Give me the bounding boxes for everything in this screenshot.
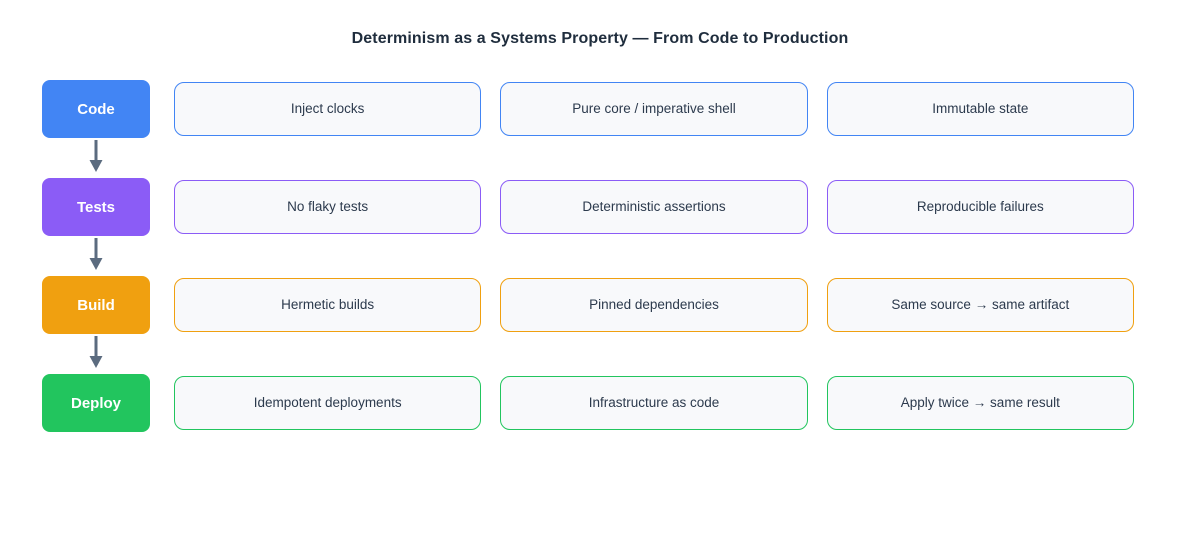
practice-card[interactable]: Inject clocks <box>174 82 482 136</box>
stage-chip-tests[interactable]: Tests <box>42 178 150 236</box>
practice-card-label: Inject clocks <box>290 100 365 116</box>
arrow-down-icon <box>88 334 104 374</box>
practice-card-group: Idempotent deployments Infrastructure as … <box>174 376 1134 430</box>
stage-chip-label: Deploy <box>70 394 121 412</box>
stage-chip-build[interactable]: Build <box>42 276 150 334</box>
practice-card-label: Idempotent deployments <box>253 394 402 410</box>
practice-card-label: Apply twice → same result <box>900 394 1060 410</box>
stage-row: Build Hermetic builds Pinned dependencies S… <box>42 276 1134 368</box>
practice-card[interactable]: Pure core / imperative shell <box>500 82 808 136</box>
practice-card-group: Hermetic builds Pinned dependencies Same s… <box>174 278 1134 332</box>
practice-card[interactable]: Same source → same artifact <box>826 278 1134 332</box>
practice-card[interactable]: Pinned dependencies <box>500 278 808 332</box>
practice-card-label: Infrastructure as code <box>588 394 720 410</box>
practice-card-label: Same source → same artifact <box>891 296 1070 312</box>
practice-card-label: Pinned dependencies <box>589 296 719 312</box>
stage-row: Tests No flaky tests Deterministic asserti… <box>42 178 1134 270</box>
practice-card-label: Pure core / imperative shell <box>572 100 736 116</box>
practice-card-group: No flaky tests Deterministic assertions Re… <box>174 180 1134 234</box>
practice-card-label: No flaky tests <box>287 198 369 214</box>
practice-card[interactable]: Reproducible failures <box>826 180 1134 234</box>
practice-card[interactable]: Deterministic assertions <box>500 180 808 234</box>
arrow-down-icon <box>88 236 104 276</box>
determinism-pipeline-diagram: Code Inject clocks Pure core / imperative … <box>42 80 1134 432</box>
stage-row: Deploy Idempotent deployments Infrastructu… <box>42 374 1134 432</box>
stage-chip-label: Code <box>77 100 115 118</box>
practice-card-label: Hermetic builds <box>281 296 375 312</box>
stage-chip-code[interactable]: Code <box>42 80 150 138</box>
practice-card[interactable]: Apply twice → same result <box>826 376 1134 430</box>
arrow-down-icon <box>88 138 104 178</box>
practice-card-label: Deterministic assertions <box>582 198 726 214</box>
practice-card-group: Inject clocks Pure core / imperative shel… <box>174 82 1134 136</box>
stage-chip-deploy[interactable]: Deploy <box>42 374 150 432</box>
stage-chip-label: Build <box>77 296 115 314</box>
practice-card[interactable]: Hermetic builds <box>174 278 482 332</box>
practice-card-label: Reproducible failures <box>916 198 1044 214</box>
practice-card[interactable]: Infrastructure as code <box>500 376 808 430</box>
page-title: Determinism as a Systems Property — From… <box>351 30 849 47</box>
practice-card[interactable]: Idempotent deployments <box>174 376 482 430</box>
practice-card-label: Immutable state <box>932 100 1029 116</box>
stage-row: Code Inject clocks Pure core / imperative … <box>42 80 1134 172</box>
practice-card[interactable]: No flaky tests <box>174 180 482 234</box>
practice-card[interactable]: Immutable state <box>826 82 1134 136</box>
stage-chip-label: Tests <box>76 198 116 216</box>
